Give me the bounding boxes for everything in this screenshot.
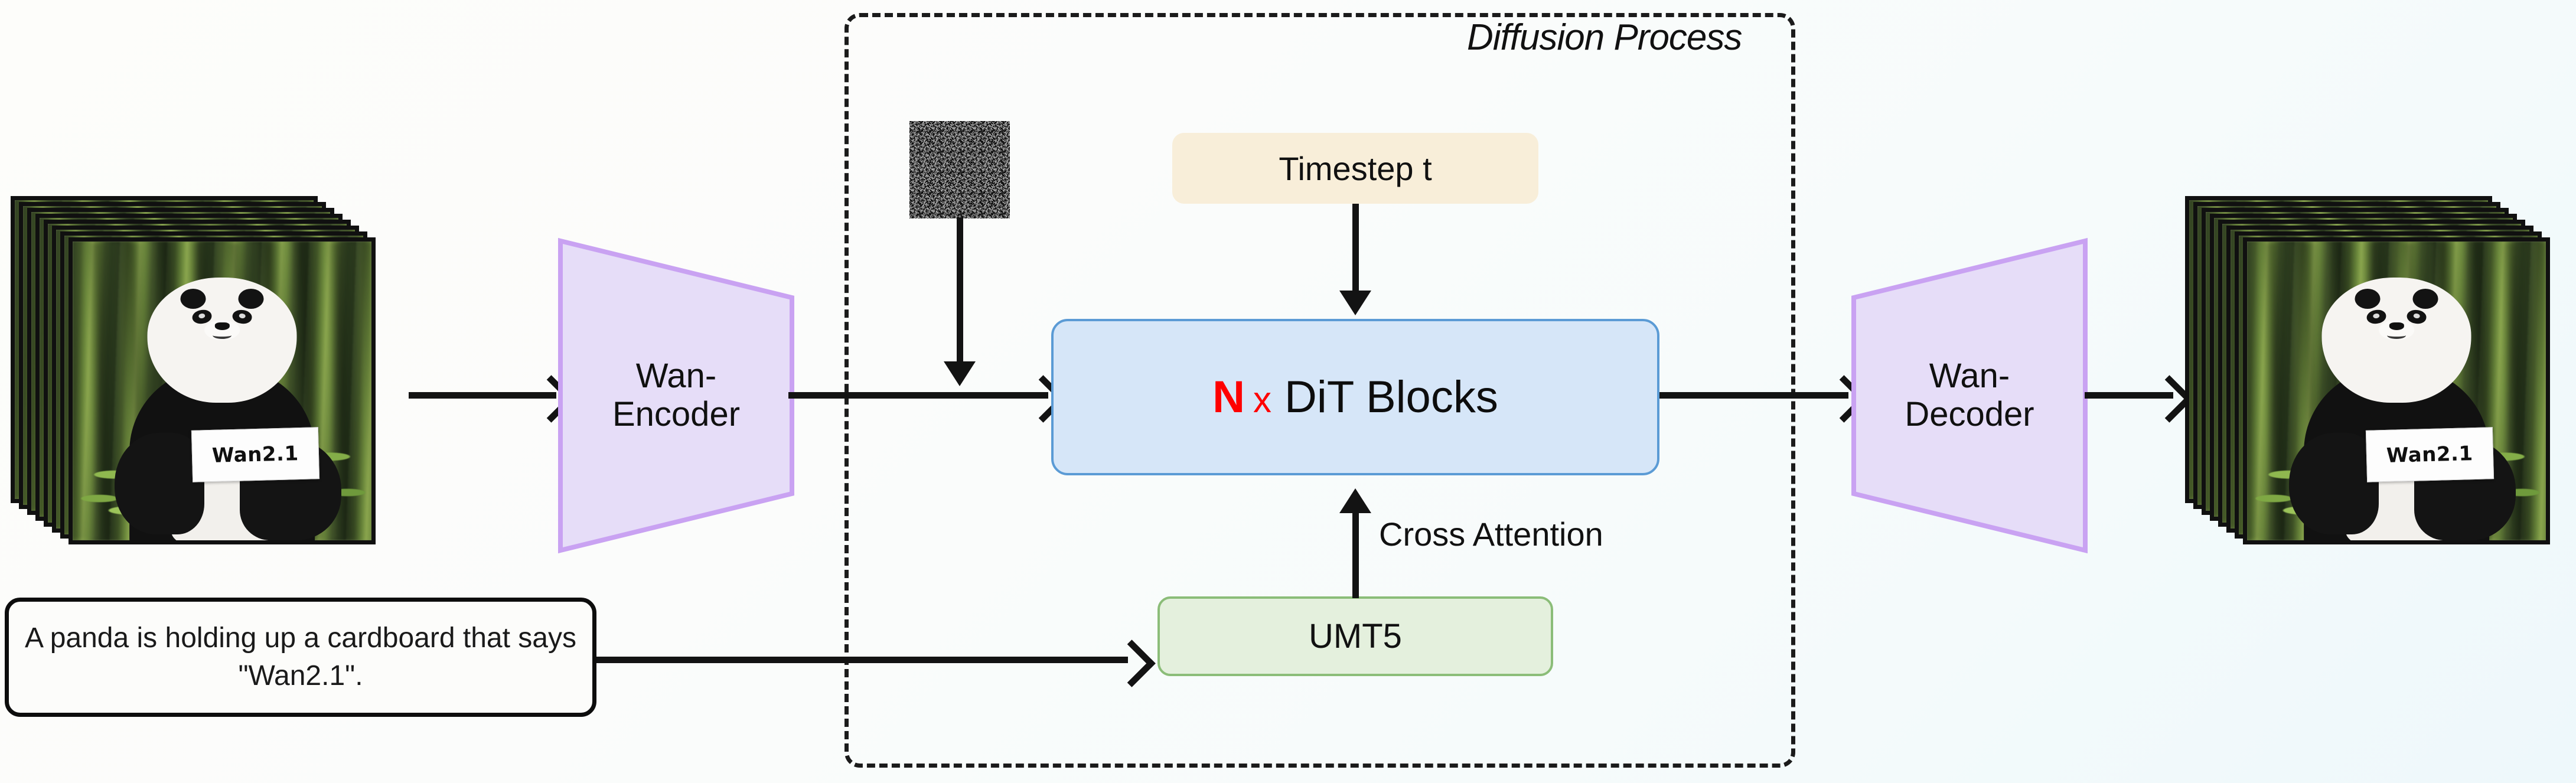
panda-nose (2389, 322, 2404, 330)
text-prompt-content: A panda is holding up a cardboard that s… (25, 622, 576, 691)
edge-input-to-encoder (409, 392, 556, 399)
panda-ear-left (2355, 288, 2381, 309)
timestep-label: Timestep t (1279, 149, 1432, 187)
timestep-node[interactable]: Timestep t (1172, 133, 1538, 204)
dit-multiplier-symbol: x (1253, 380, 1272, 420)
diffusion-process-label: Diffusion Process (1467, 17, 1742, 58)
dit-repeat-count: N (1212, 372, 1245, 422)
panda-arm-left (114, 432, 204, 534)
panda-sign: Wan2.1 (191, 427, 320, 482)
decoder-trapezoid-shape (1851, 237, 2088, 554)
frame-layer-top: Wan2.1 (2243, 237, 2550, 544)
umt5-text-encoder-node[interactable]: UMT5 (1157, 596, 1553, 676)
wan-encoder-node[interactable]: Wan- Encoder (558, 236, 794, 555)
panda-arm-left (2288, 432, 2379, 534)
panda-ear-left (180, 288, 206, 309)
panda-mouth (2386, 331, 2407, 339)
panda-ear-right (238, 288, 264, 309)
arrowhead-timestep-to-dit (1339, 291, 1371, 315)
panda-sign: Wan2.1 (2366, 427, 2495, 482)
output-frame-stack: Wan2.1 (2185, 196, 2563, 574)
panda-sign-text: Wan2.1 (211, 441, 299, 468)
panda-head (2321, 277, 2471, 403)
panda-head (147, 277, 297, 403)
edge-timestep-to-dit (1352, 204, 1359, 295)
dit-blocks-text: DiT Blocks (1284, 372, 1498, 422)
edge-prompt-to-umt5 (596, 657, 1128, 663)
umt5-label: UMT5 (1309, 617, 1402, 655)
panda-scene: Wan2.1 (73, 242, 371, 540)
arrowhead-noise-to-latent (944, 361, 976, 386)
panda-nose (214, 322, 230, 330)
panda-sign-text: Wan2.1 (2386, 441, 2474, 468)
encoder-trapezoid-shape (558, 237, 794, 554)
arrowhead-umt5-to-dit (1339, 488, 1371, 513)
diffusion-process-group (844, 13, 1795, 768)
cross-attention-label: Cross Attention (1379, 516, 1603, 553)
input-frame-stack: Wan2.1 (11, 196, 389, 574)
wan-decoder-node[interactable]: Wan- Decoder (1851, 236, 2088, 555)
edge-encoder-to-dit (788, 392, 1048, 399)
frame-layer-top: Wan2.1 (69, 237, 376, 544)
panda-mouth (212, 331, 232, 339)
edge-umt5-to-dit (1352, 511, 1359, 598)
panda-scene: Wan2.1 (2247, 242, 2546, 540)
text-prompt-box[interactable]: A panda is holding up a cardboard that s… (5, 598, 596, 717)
edge-dit-to-decoder (1659, 392, 1848, 399)
panda-ear-right (2412, 288, 2438, 309)
edge-decoder-to-output (2085, 392, 2173, 399)
edge-noise-to-latent (957, 217, 963, 366)
noise-latent-patch (909, 121, 1010, 218)
